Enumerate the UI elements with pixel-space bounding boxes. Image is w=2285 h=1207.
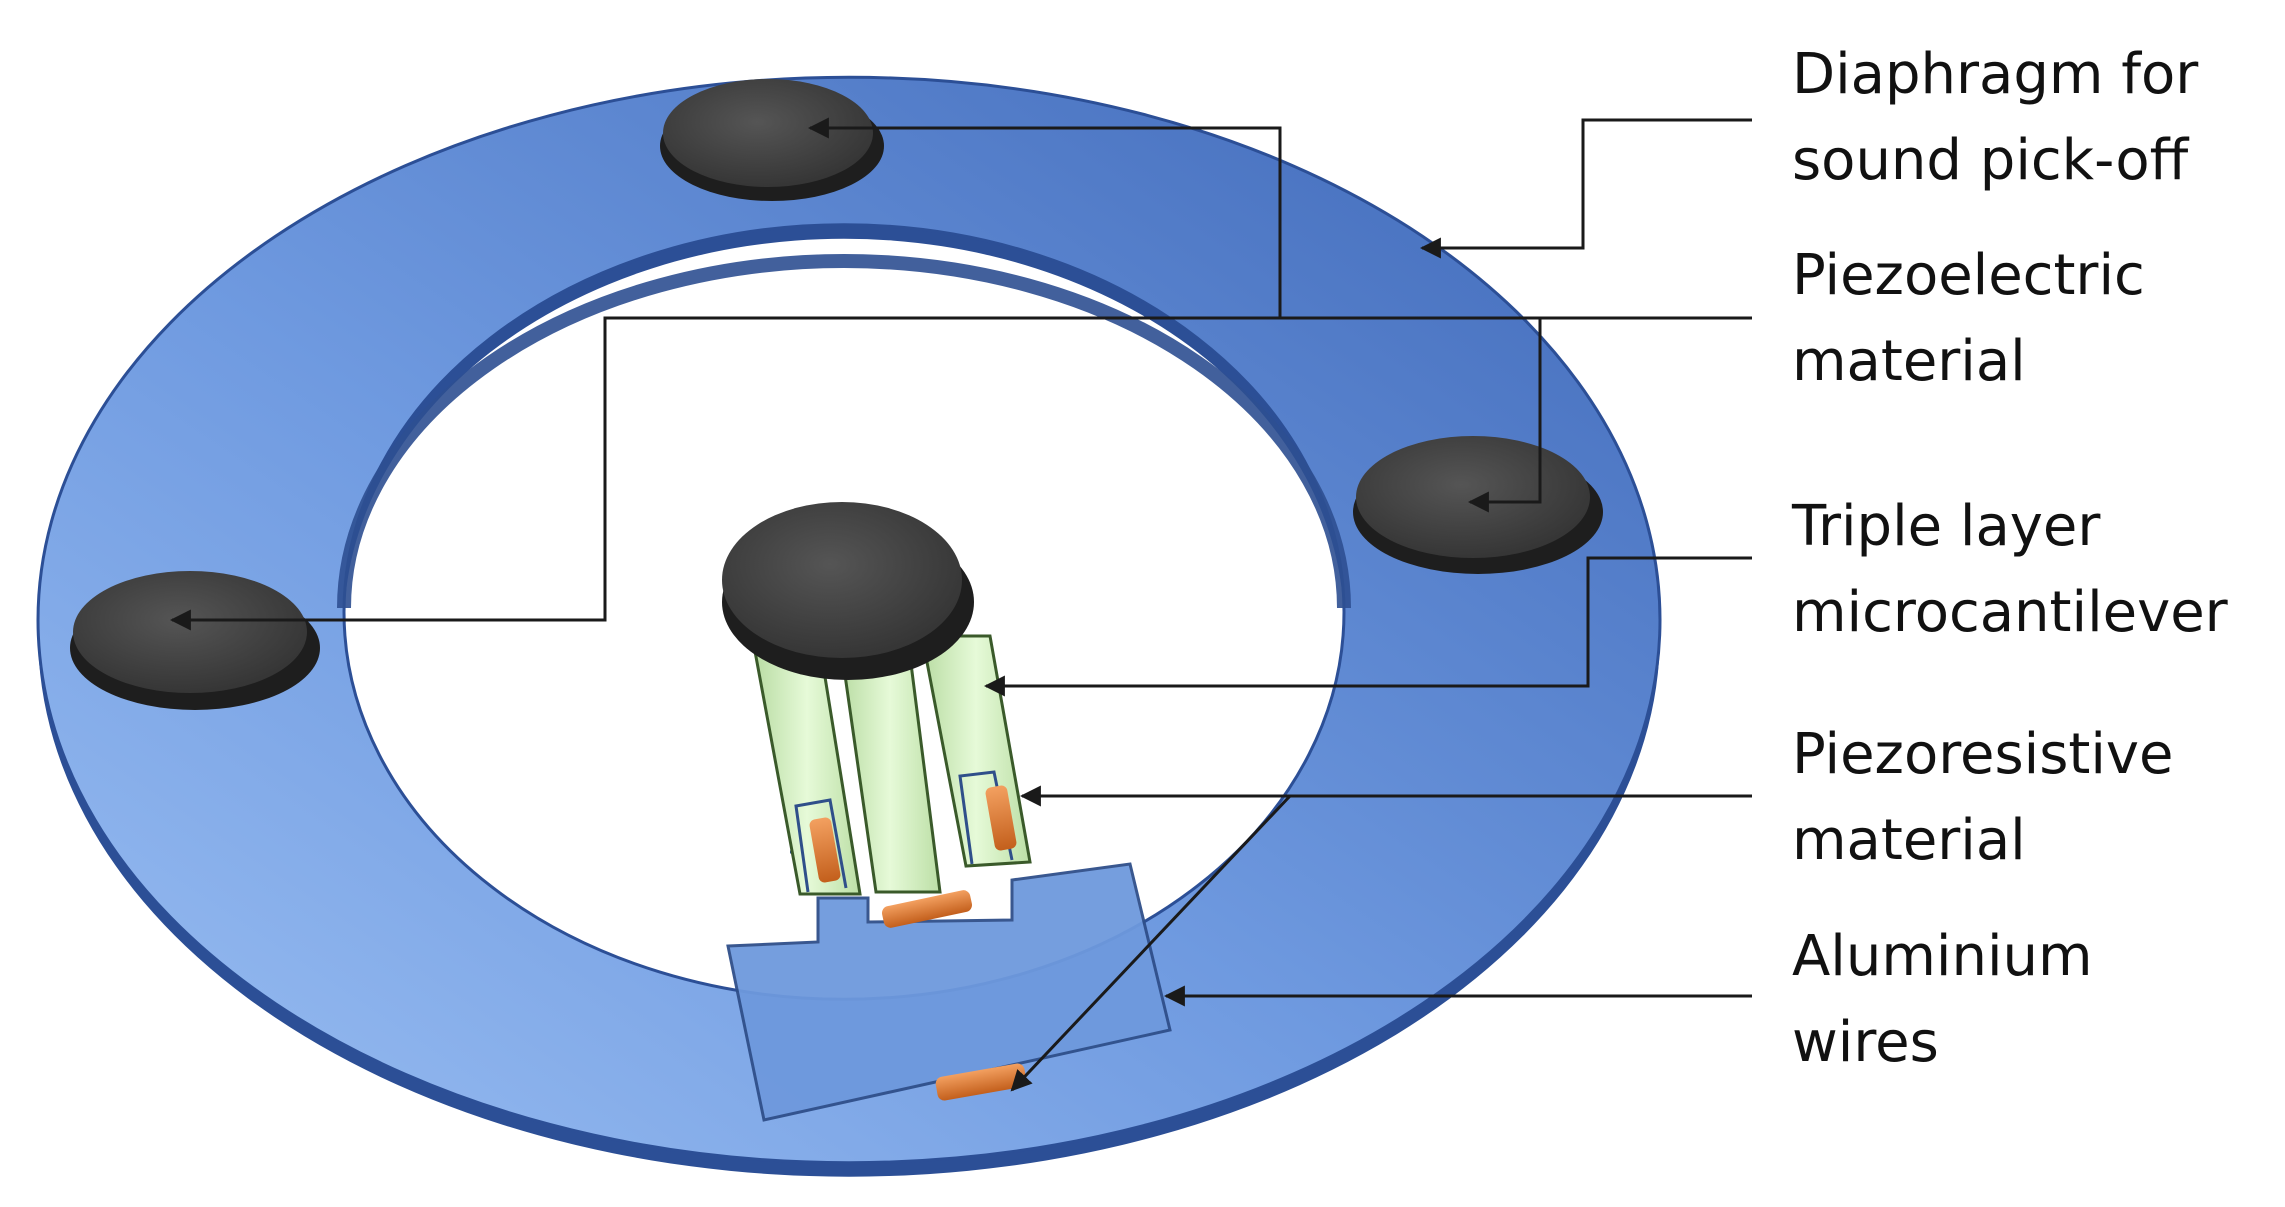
piezoresistor-bottom: [935, 1063, 1027, 1101]
label-aluminium-wires: Aluminium wires: [1792, 914, 2093, 1086]
label-diaphragm-for-sound-pick-off: Diaphragm for sound pick-off: [1792, 32, 2198, 204]
piezoresistor-right: [985, 785, 1017, 851]
central-diaphragm-disc: [722, 502, 974, 680]
label-line: Piezoresistive: [1792, 722, 2174, 787]
label-triple-layer-microcantilever: Triple layer microcantilever: [1792, 484, 2228, 656]
label-piezoresistive-material: Piezoresistive material: [1792, 712, 2173, 884]
piezoresistor-left: [809, 817, 841, 883]
label-line: Aluminium: [1792, 924, 2093, 989]
leader-lines: [169, 117, 1752, 1092]
label-line: microcantilever: [1792, 580, 2228, 645]
label-line: Triple layer: [1792, 494, 2101, 559]
label-line: sound pick-off: [1792, 128, 2189, 193]
label-line: wires: [1792, 1010, 1939, 1075]
label-line: Piezoelectric: [1792, 243, 2145, 308]
label-piezoelectric-material: Piezoelectric material: [1792, 233, 2145, 405]
label-line: Diaphragm for: [1792, 42, 2199, 107]
piezoresistor-center: [881, 890, 973, 928]
diaphragm-disc-left: [70, 571, 320, 710]
label-line: material: [1792, 329, 2026, 394]
label-line: material: [1792, 808, 2026, 873]
